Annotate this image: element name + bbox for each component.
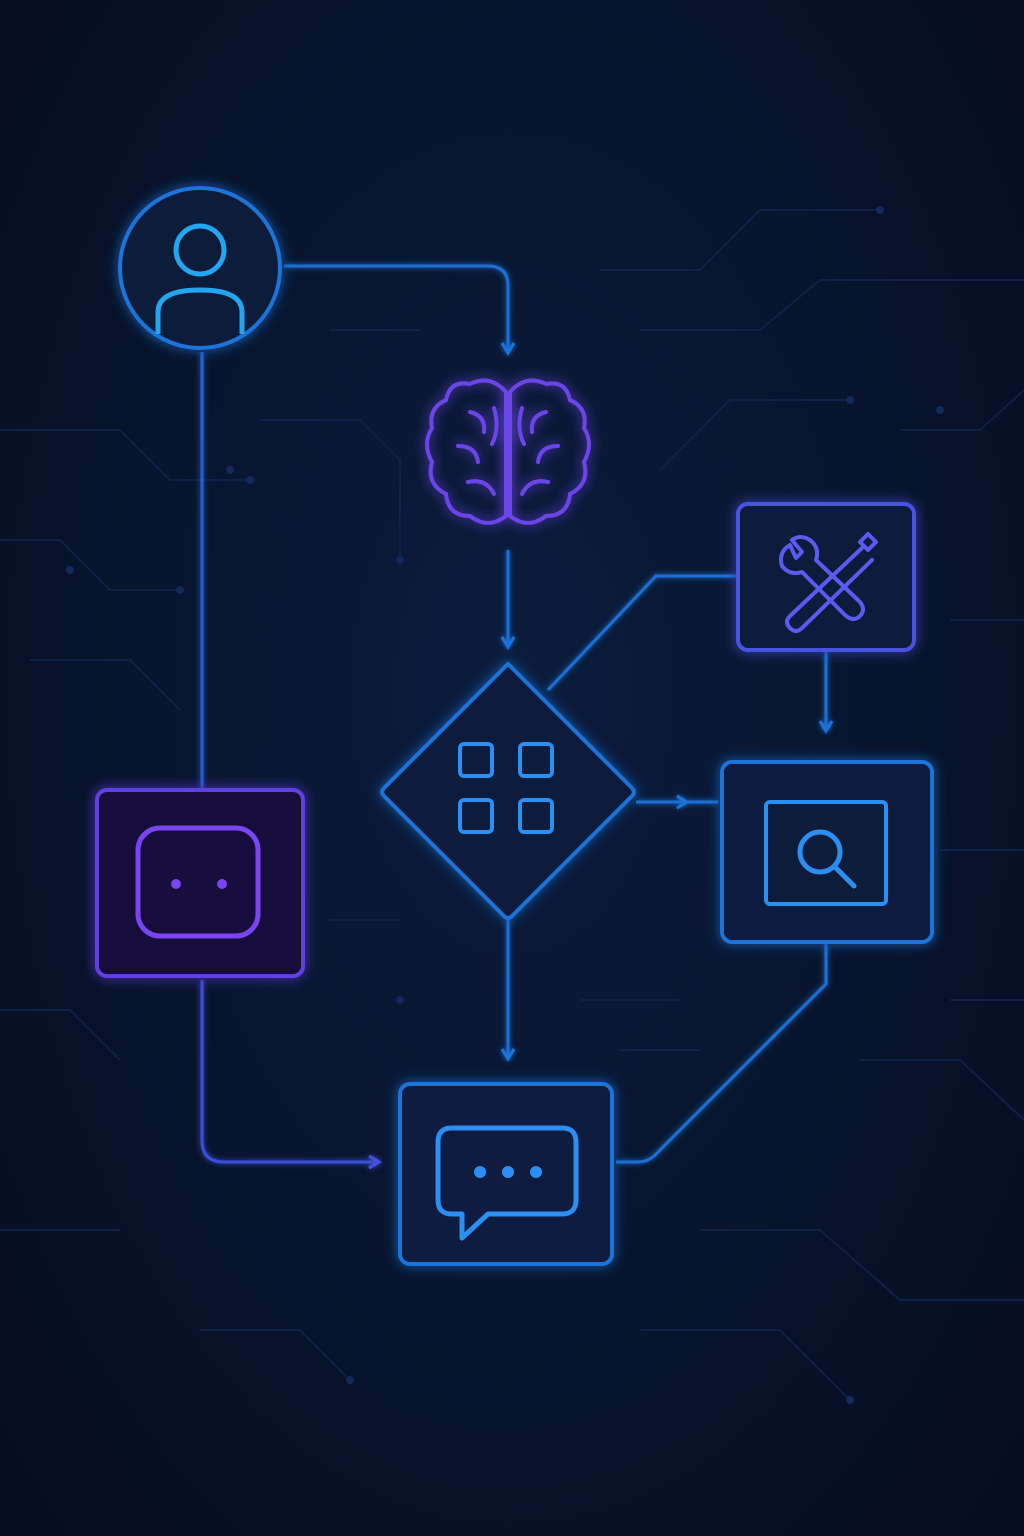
circuit-dots xyxy=(66,206,944,1404)
router-node[interactable] xyxy=(380,661,636,920)
user-icon xyxy=(155,223,245,334)
tools-node[interactable] xyxy=(736,502,916,652)
grid-icon xyxy=(458,742,554,834)
search-icon xyxy=(797,829,857,889)
robot-face-icon xyxy=(135,825,261,939)
connectors xyxy=(200,264,828,1164)
chat-node[interactable] xyxy=(398,1082,614,1266)
robot-node[interactable] xyxy=(95,788,305,978)
user-node[interactable] xyxy=(118,186,282,350)
brain-icon xyxy=(425,378,591,525)
circuit-background xyxy=(0,209,1024,1401)
edge-search-chat xyxy=(616,944,828,1164)
edge-user-brain xyxy=(284,264,508,352)
brain-node[interactable] xyxy=(425,378,591,525)
search-node[interactable] xyxy=(720,760,934,944)
edge-robot-chat xyxy=(200,980,378,1162)
wrench-screwdriver-icon xyxy=(779,532,878,633)
chat-bubble-icon xyxy=(435,1125,579,1241)
edge-router-tools xyxy=(546,574,736,692)
